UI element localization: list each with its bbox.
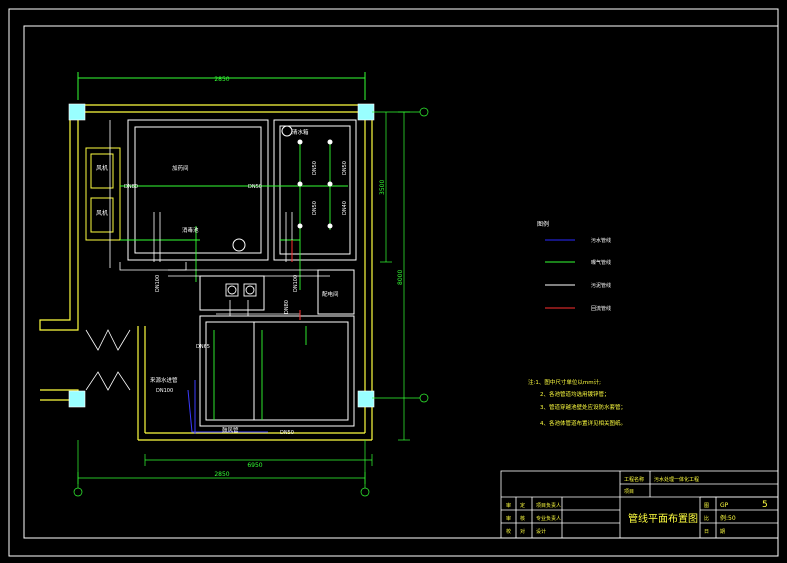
control-room-label: 配电间: [322, 290, 339, 298]
pumps: [225, 283, 257, 297]
legend-item-3: 回流管线: [591, 305, 611, 312]
note-3: 3、管道穿越池壁处应设防水套管；: [540, 403, 626, 411]
dim-right-outer: 8000: [397, 270, 404, 285]
tank-outlines: [127, 119, 357, 427]
tb-project-label: 工程名称: [624, 476, 644, 483]
tb-project: 污水处理一体化工程: [654, 476, 699, 483]
top-dimension: [77, 72, 366, 100]
diffusers: [232, 125, 333, 252]
legend-item-0: 污水管线: [591, 237, 611, 244]
pipe-label-dn80-mid: DN80: [284, 300, 290, 314]
air-pipe-label: 鼓风管: [222, 426, 239, 434]
fan-1-label: 风机: [96, 164, 108, 172]
bottom-dimensions: [77, 454, 373, 484]
tb-row3b: 对: [520, 528, 525, 535]
sludge-pipes: [109, 120, 330, 316]
sewage-pipes: [187, 380, 268, 434]
fan-units: [85, 147, 121, 241]
columns: [68, 103, 375, 408]
pipe-label-dn80: DN80: [124, 184, 138, 190]
pipe-label-dn50-right-2: DN50: [342, 161, 348, 175]
tb-row3c: 设计: [536, 528, 546, 535]
title-block: [500, 470, 779, 539]
tb-row2b: 核: [520, 515, 525, 522]
tb-row1a: 审: [506, 502, 511, 509]
tb-row1c: 项目负责人: [536, 502, 561, 509]
pipe-label-dn65: DN65: [196, 344, 210, 350]
tb-drawing-title: 管线平面布置图: [628, 512, 698, 525]
dim-bottom-outer: 2850: [214, 471, 229, 478]
tb-drawing-no: GP: [720, 502, 729, 509]
pool-note-label: 消毒池: [182, 226, 199, 234]
legend-item-1: 曝气管线: [591, 259, 611, 266]
legend-title: 图例: [537, 220, 549, 228]
note-4: 4、各池体管道布置详见相关图纸。: [540, 419, 626, 427]
pipe-label-dn50-right: DN50: [312, 161, 318, 175]
tb-date: 期: [720, 529, 725, 535]
legend-lines: [545, 239, 575, 309]
water-tank-label: 清水箱: [292, 128, 309, 136]
notes-title: 注:1、图中尺寸单位以mm计;: [528, 378, 601, 386]
inner-frame: [23, 25, 779, 539]
tb-row2c: 专业负责人: [536, 515, 561, 522]
axis-lines: [73, 107, 429, 497]
fan-2-label: 风机: [96, 209, 108, 217]
tb-sheet: 5: [762, 500, 768, 510]
tb-row2a: 审: [506, 515, 511, 522]
inflow-label: 来源水进管: [150, 376, 178, 384]
pipe-label-dn100-mid: DN100: [293, 275, 299, 292]
legend-item-2: 污泥管线: [591, 282, 611, 289]
tb-row1b: 定: [520, 502, 525, 509]
tb-date-label: 日: [704, 529, 709, 535]
dim-right-upper: 3500: [379, 180, 386, 195]
right-dimensions: [380, 111, 410, 441]
dim-bottom-inner: 6950: [247, 462, 262, 469]
tb-row3a: 校: [506, 528, 511, 535]
note-2: 2、各池管道均选用镀锌管；: [540, 390, 610, 398]
return-pipes: [291, 240, 301, 320]
pipe-label-dn50-bottom: DN50: [280, 430, 294, 436]
louvers: [85, 329, 131, 391]
pipe-label-dn100-left: DN100: [155, 275, 161, 292]
dim-top: 2850: [214, 76, 229, 83]
tb-scale: 例:50: [720, 514, 736, 522]
pipe-label-dn50-main: DN50: [248, 184, 262, 190]
pipe-label-dn50-right-3: DN50: [312, 201, 318, 215]
pipe-label-dn40: DN40: [342, 201, 348, 215]
tb-item-label: 项目: [624, 489, 634, 495]
outer-frame: [8, 8, 779, 557]
tb-drawing-no-label: 图: [704, 503, 709, 509]
pipe-label-dn100: DN100: [156, 388, 173, 394]
compressor-label: 加药间: [172, 164, 189, 172]
tb-scale-label: 比: [704, 515, 709, 522]
